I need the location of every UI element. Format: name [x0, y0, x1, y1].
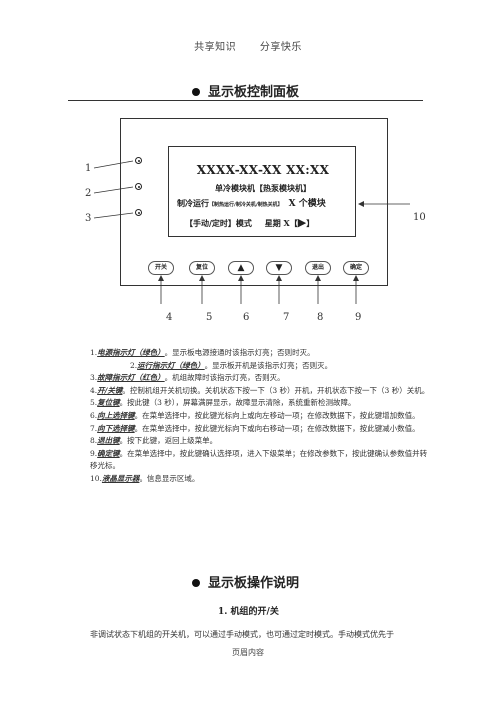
screen-week-end: 】 — [306, 218, 315, 228]
callout-1: 1 — [85, 163, 92, 174]
callout-line-2 — [93, 186, 134, 194]
callout-6: 6 — [243, 312, 250, 323]
list-item: 5.复位键。按此键（3 秒），屏幕满屏显示，故障显示清除，系统重新检测故障。 — [90, 398, 356, 408]
arrow-head-9-icon — [353, 275, 359, 281]
up-button[interactable]: ▲ — [228, 261, 254, 275]
screen-mode: 【手动/定时】模式 — [185, 218, 252, 228]
screen-module-count: X 个模块 — [288, 199, 326, 209]
power-toggle-button[interactable]: 开关 — [148, 261, 174, 275]
screen-run-main: 制冷运行 — [177, 198, 209, 208]
callout-10: 10 — [413, 212, 426, 223]
page-footer: 页眉内容 — [232, 648, 264, 657]
key-description-list: 1.电源指示灯（绿色）。显示板电源接通时该指示灯亮；否则时灭。 2.运行指示灯（… — [90, 347, 430, 486]
body-paragraph: 非调试状态下机组的开关机，可以通过手动模式，也可通过定时模式。手动模式优先于 — [90, 630, 394, 639]
callout-line-3 — [93, 212, 134, 219]
arrow-head-7-icon — [276, 275, 282, 281]
section-divider — [68, 100, 423, 101]
callout-2: 2 — [85, 188, 92, 199]
power-led-icon — [135, 157, 142, 164]
list-item: 3.故障指示灯（红色）。机组故障时该指示灯亮，否则灭。 — [90, 373, 285, 383]
arrow-head-10-icon — [358, 201, 364, 207]
play-icon: ▶ — [297, 216, 307, 229]
arrow-head-6-icon — [238, 275, 244, 281]
page-header: 共享知识 分享快乐 — [0, 38, 496, 53]
lcd-screen: XXXX-XX-XX XX:XX 单冷模块机【热泵模块机】 制冷运行【制热运行/… — [168, 146, 356, 237]
callout-4: 4 — [166, 312, 173, 323]
subsection-title: 1. 机组的开/关 — [218, 607, 279, 617]
screen-datetime: XXXX-XX-XX XX:XX — [196, 163, 330, 177]
bullet-dot-icon — [192, 578, 200, 587]
run-led-icon — [135, 183, 142, 190]
list-item: 4.开/关键。控制机组开关机切换。关机状态下按一下（3 秒）开机，开机状态下按一… — [90, 385, 430, 395]
bullet-dot-icon — [192, 87, 200, 96]
section-title-text: 显示板控制面板 — [208, 85, 300, 100]
list-item: 2.运行指示灯（绿色）。显示板开机是该指示灯亮；否则灭。 — [130, 360, 333, 370]
callout-8: 8 — [317, 312, 324, 323]
section-title-operation: 显示板操作说明 — [192, 572, 299, 591]
down-button[interactable]: ▼ — [266, 261, 292, 275]
control-panel-diagram — [120, 118, 388, 286]
screen-run-status: 制冷运行【制热运行/制冷关机/制热关机】 X 个模块 — [177, 196, 326, 209]
list-item: 7.向下选择键。在菜单选择中，按此键光标向下或向右移动一项；在修改数据下，按此键… — [90, 423, 420, 433]
exit-button[interactable]: 退出 — [305, 261, 331, 275]
callout-3: 3 — [85, 213, 92, 224]
callout-5: 5 — [206, 312, 213, 323]
arrow-head-4-icon — [158, 275, 164, 281]
confirm-button[interactable]: 确定 — [343, 261, 369, 275]
list-item: 1.电源指示灯（绿色）。显示板电源接通时该指示灯亮；否则时灭。 — [90, 348, 315, 357]
callout-7: 7 — [283, 312, 290, 323]
header-right-text: 分享快乐 — [259, 42, 302, 53]
list-item: 9.确定键。在菜单选择中，按此键确认选择项，进入下级菜单；在修改参数下，按此键确… — [90, 448, 428, 471]
reset-button[interactable]: 复位 — [189, 261, 215, 275]
list-item: 10.液晶显示器。信息显示区域。 — [90, 473, 200, 483]
screen-run-options: 【制热运行/制冷关机/制热关机】 — [209, 202, 283, 208]
screen-week: 星期 X【 — [264, 218, 298, 228]
fault-led-icon — [135, 209, 142, 216]
section-title-text: 显示板操作说明 — [208, 576, 300, 591]
arrow-head-8-icon — [315, 275, 321, 281]
list-item: 6.向上选择键。在菜单选择中，按此键光标向上或向左移动一项；在修改数据下，按此键… — [90, 410, 420, 420]
callout-9: 9 — [355, 312, 362, 323]
header-left-text: 共享知识 — [194, 42, 237, 53]
callout-line-1 — [93, 160, 134, 169]
section-title-control-panel: 显示板控制面板 — [192, 81, 299, 100]
screen-mode-line: 【手动/定时】模式 星期 X【▶】 — [185, 216, 314, 229]
screen-unit-type: 单冷模块机【热泵模块机】 — [215, 183, 311, 193]
arrow-head-5-icon — [199, 275, 205, 281]
list-item: 8.退出键。按下此键，返回上级菜单。 — [90, 436, 218, 446]
